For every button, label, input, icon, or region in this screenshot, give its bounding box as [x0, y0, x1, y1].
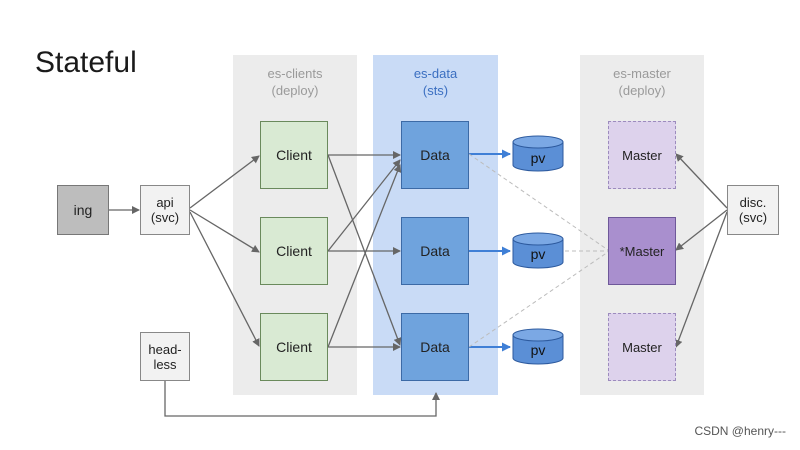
- diagram-title: Stateful: [35, 46, 137, 79]
- data-node-2: Data: [401, 217, 469, 285]
- headless-label-line2: less: [153, 356, 177, 372]
- es-data-name: es-data: [413, 66, 458, 81]
- headless-node: head- less: [140, 332, 190, 381]
- master-label-1: Master: [622, 147, 662, 163]
- watermark: CSDN @henry---: [694, 424, 786, 438]
- pv-cylinder-1: pv: [512, 135, 564, 172]
- disc-svc-node: disc. (svc): [727, 185, 779, 235]
- es-master-kind: (deploy): [618, 83, 666, 98]
- client-label-2: Client: [276, 243, 312, 259]
- client-label-3: Client: [276, 339, 312, 355]
- es-master-label: es-master (deploy): [580, 65, 704, 99]
- edge-api-client1: [189, 155, 260, 209]
- edge-disc-m3: [674, 211, 728, 348]
- master-label-2: *Master: [619, 243, 665, 259]
- edge-api-client3: [189, 211, 260, 347]
- master-node-1: Master: [608, 121, 676, 189]
- edge-c1-d3: [327, 154, 402, 346]
- edge-d1-master: [468, 153, 609, 251]
- pv-cylinder-3: pv: [512, 328, 564, 365]
- pv-cylinder-2: pv: [512, 232, 564, 269]
- master-label-3: Master: [622, 339, 662, 355]
- api-label-line2: (svc): [150, 210, 180, 225]
- headless-label-line1: head-: [148, 341, 182, 357]
- data-label-1: Data: [420, 147, 450, 163]
- pv-label-2: pv: [531, 246, 546, 262]
- es-data-label: es-data (sts): [373, 65, 498, 99]
- disc-label-line1: disc.: [739, 195, 767, 210]
- master-node-3: Master: [608, 313, 676, 381]
- client-node-1: Client: [260, 121, 328, 189]
- edge-c2-d1: [327, 159, 401, 252]
- api-label-line1: api: [156, 195, 174, 210]
- edge-d3-master: [468, 251, 609, 348]
- client-node-3: Client: [260, 313, 328, 381]
- pv-label-1: pv: [531, 150, 546, 166]
- edge-disc-m1: [675, 153, 728, 209]
- data-node-3: Data: [401, 313, 469, 381]
- pv-label-3: pv: [531, 342, 546, 358]
- data-label-2: Data: [420, 243, 450, 259]
- data-label-3: Data: [420, 339, 450, 355]
- data-node-1: Data: [401, 121, 469, 189]
- master-node-active: *Master: [608, 217, 676, 285]
- ing-label: ing: [73, 202, 93, 218]
- api-svc-node: api (svc): [140, 185, 190, 235]
- edge-headless-data: [164, 381, 440, 417]
- es-clients-name: es-clients: [267, 66, 323, 81]
- disc-label-line2: (svc): [738, 210, 768, 225]
- edge-disc-m2: [675, 209, 728, 251]
- es-clients-kind: (deploy): [271, 83, 319, 98]
- es-clients-label: es-clients (deploy): [233, 65, 357, 99]
- edge-api-client2: [189, 209, 260, 253]
- client-label-1: Client: [276, 147, 312, 163]
- client-node-2: Client: [260, 217, 328, 285]
- edge-c3-d1: [327, 164, 402, 348]
- es-data-kind: (sts): [422, 83, 449, 98]
- es-master-name: es-master: [613, 66, 671, 81]
- ing-node: ing: [57, 185, 109, 235]
